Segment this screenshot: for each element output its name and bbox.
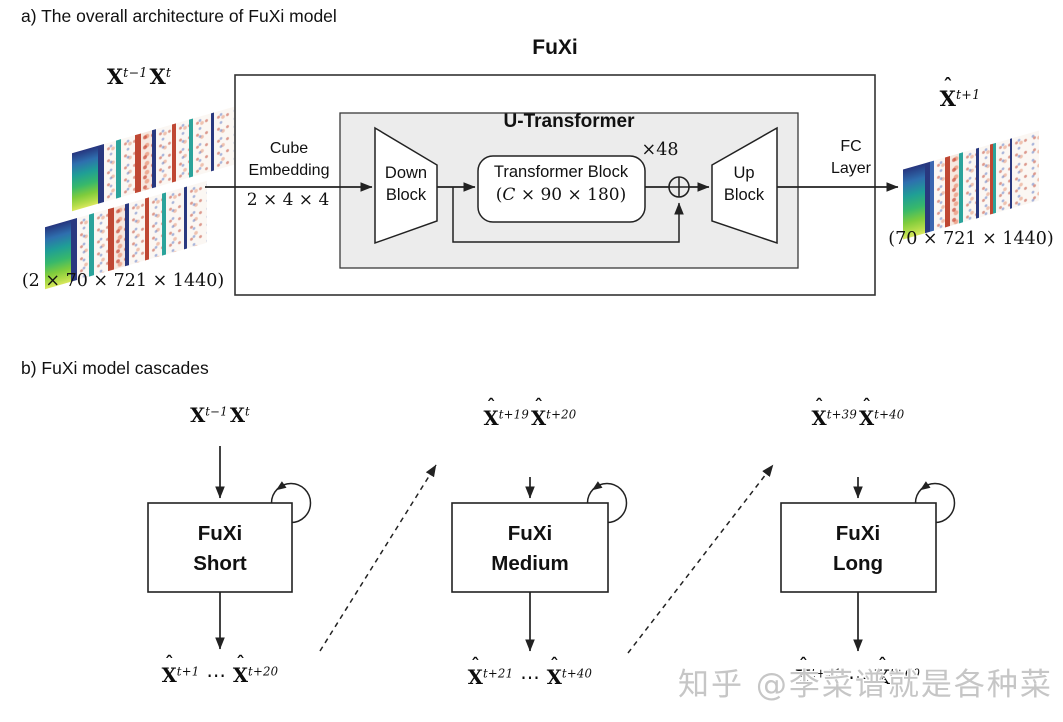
fuxi-medium-box (451, 502, 609, 593)
cube-embedding-dims: 2 × 4 × 4 (246, 190, 330, 210)
transformer-block-dims: (C × 90 × 180) (495, 185, 627, 205)
down-block-shape (374, 126, 438, 245)
section-a-title: a) The overall architecture of FuXi mode… (21, 6, 337, 26)
fuxi-short-box (147, 502, 293, 593)
skip-connection (452, 187, 684, 243)
self-loop-long-arrowhead (920, 481, 931, 491)
zhihu-watermark: 知乎 @李菜谱就是各种菜 (678, 667, 1053, 703)
down-block-label: Down Block (384, 164, 428, 204)
up-block-shape (711, 126, 778, 245)
self-loop-short-arrowhead (276, 481, 287, 491)
sum-node-plus (669, 177, 689, 197)
up-block-label: Up Block (723, 164, 765, 204)
output-tensor-dims: (70 × 721 × 1440) (888, 229, 1054, 249)
fuxi-medium-label: FuXi Medium (491, 522, 569, 575)
transformer-repeat-count: ×48 (641, 140, 679, 160)
section-b-title: b) FuXi model cascades (21, 358, 209, 378)
input-tensor-dims: (2 × 70 × 721 × 1440) (21, 271, 225, 291)
fuxi-long-label: FuXi Long (832, 522, 884, 575)
cascade-dashed-arrow-2 (627, 464, 774, 654)
cube-embedding-label: Cube Embedding (248, 140, 330, 179)
fuxi-heading: FuXi (532, 36, 578, 59)
transformer-block-title: Transformer Block (493, 163, 629, 181)
transformer-block-shape (477, 155, 646, 223)
fuxi-short-label: FuXi Short (193, 522, 247, 575)
fc-layer-label: FC Layer (830, 138, 872, 177)
u-transformer-title: U-Transformer (503, 111, 635, 132)
self-loop-medium-arrowhead (592, 481, 603, 491)
cascade-dashed-arrow-1 (319, 464, 437, 652)
